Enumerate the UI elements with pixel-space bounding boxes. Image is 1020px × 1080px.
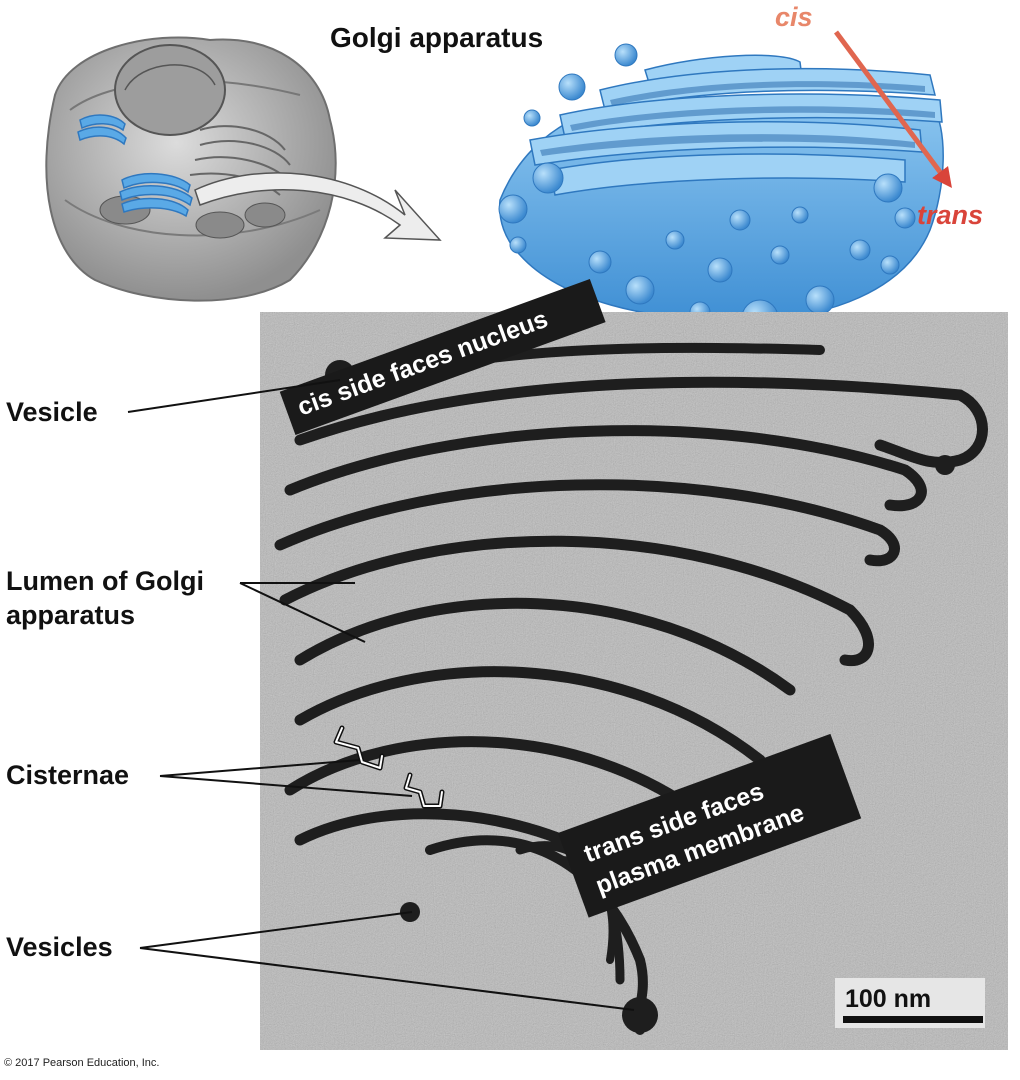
nucleus-icon <box>114 44 226 136</box>
scale-bar-label: 100 nm <box>845 985 932 1013</box>
vesicle-label: Vesicle <box>6 397 98 427</box>
zoom-arrow-icon <box>194 172 442 241</box>
cis-label: cis <box>775 2 813 32</box>
vesicles-label: Vesicles <box>6 932 113 962</box>
trans-label: trans <box>917 200 984 230</box>
copyright-text: © 2017 Pearson Education, Inc. <box>4 1057 160 1069</box>
cisternae-brackets <box>333 725 445 809</box>
lumen-label-line2: apparatus <box>6 600 136 630</box>
cis-trans-arrow <box>833 30 952 189</box>
cell-illustration <box>45 36 442 302</box>
cell-golgi-icon <box>77 114 193 218</box>
figure-title: Golgi apparatus <box>330 22 544 53</box>
lumen-label-line1: Lumen of Golgi <box>6 566 204 596</box>
cisternae-label: Cisternae <box>6 760 130 790</box>
electron-micrograph: cis side faces nucleus trans side faces … <box>260 278 1008 1050</box>
scale-bar-line <box>843 1016 983 1023</box>
leader-lines <box>127 379 635 1011</box>
